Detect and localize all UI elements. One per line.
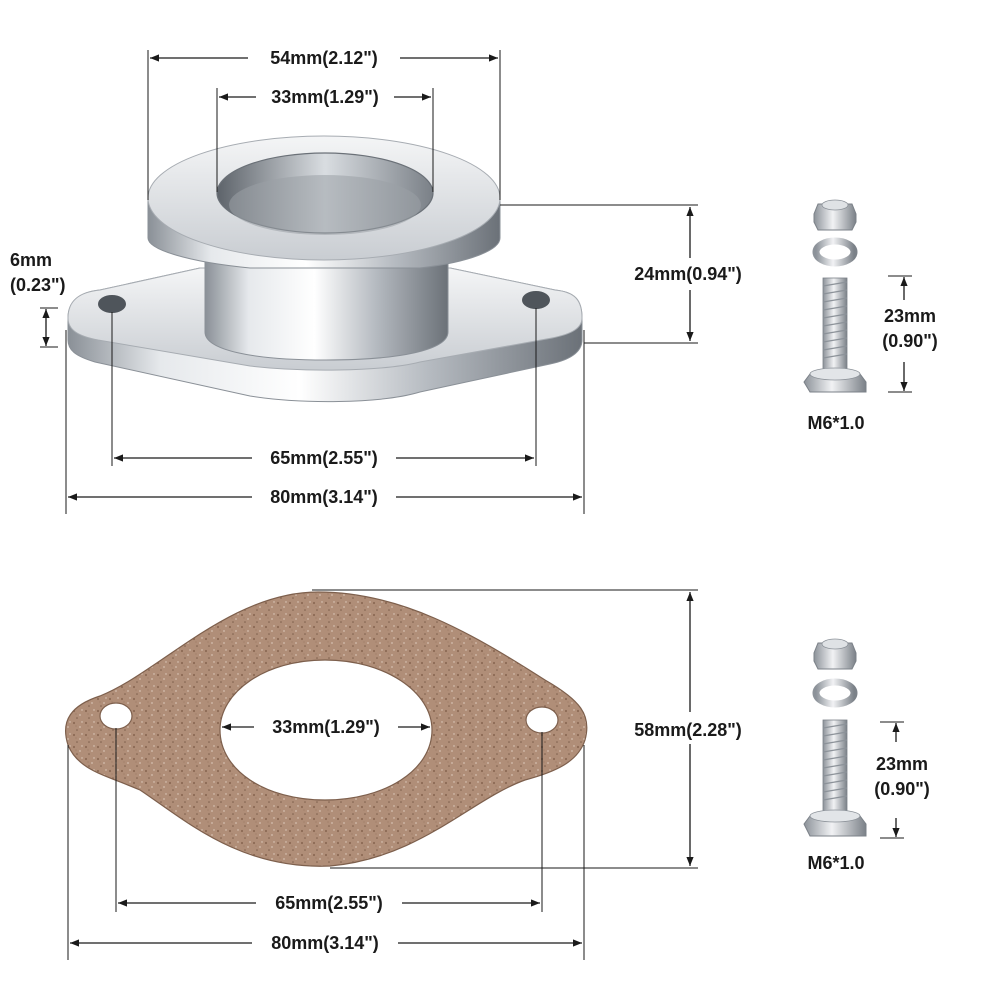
hardware-kit-bottom xyxy=(803,638,867,837)
gasket-hole-spacing-label: 65mm(2.55") xyxy=(275,893,383,913)
flange-overall-width-label: 80mm(3.14") xyxy=(270,487,378,507)
spring-washer-icon xyxy=(812,678,858,708)
left-bolt-hole xyxy=(98,295,126,313)
base-thickness-mm-label: 6mm xyxy=(10,250,52,270)
flange-height-label: 24mm(0.94") xyxy=(634,264,742,284)
right-bolt-hole xyxy=(522,291,550,309)
bolt-length-mm-top-label: 23mm xyxy=(884,306,936,326)
bolt-length-in-top-label: (0.90") xyxy=(882,331,938,351)
gasket-illustration xyxy=(64,591,588,867)
bolt-length-in-bottom-label: (0.90") xyxy=(874,779,930,799)
flange-inner-diameter-label: 33mm(1.29") xyxy=(271,87,379,107)
flange-hole-spacing-label: 65mm(2.55") xyxy=(270,448,378,468)
bolt-length-mm-bottom-label: 23mm xyxy=(876,754,928,774)
gasket-height-label: 58mm(2.28") xyxy=(634,720,742,740)
bolt-thread-top-label: M6*1.0 xyxy=(807,413,864,433)
flange-outer-diameter-label: 54mm(2.12") xyxy=(270,48,378,68)
gasket-inner-diameter-label: 33mm(1.29") xyxy=(272,717,380,737)
nylon-lock-nut-icon xyxy=(813,638,857,670)
nylon-lock-nut-icon xyxy=(813,199,857,231)
hardware-kit-top xyxy=(803,199,867,393)
hex-bolt-icon xyxy=(803,277,867,393)
spring-washer-icon xyxy=(812,237,858,267)
hex-bolt-icon xyxy=(803,719,867,837)
gasket-overall-width-label: 80mm(3.14") xyxy=(271,933,379,953)
bolt-thread-bottom-label: M6*1.0 xyxy=(807,853,864,873)
base-thickness-in-label: (0.23") xyxy=(10,275,66,295)
flange-illustration xyxy=(67,135,583,403)
